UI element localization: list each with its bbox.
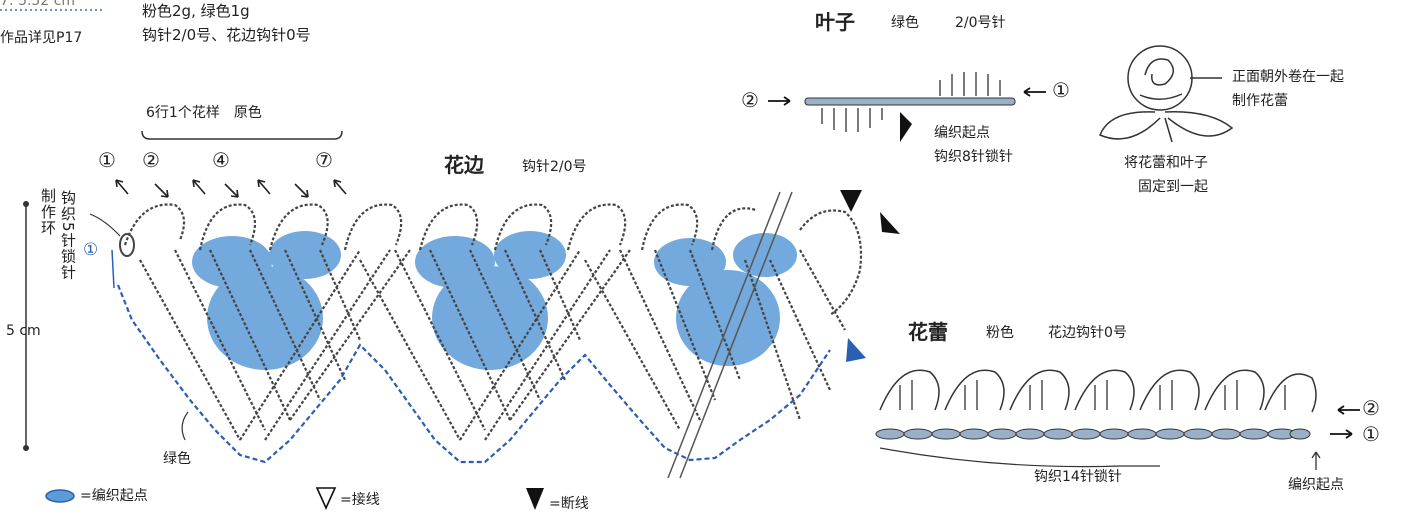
ring-label: 制作环 — [40, 188, 55, 236]
legend-cut-symbol — [526, 488, 544, 510]
bud-chain-label: 钩织14针锁针 — [1034, 470, 1122, 484]
header-cut-line-2: 作品详见P17 — [0, 31, 82, 45]
join-mark — [846, 338, 866, 362]
height-label: 5 cm — [6, 324, 41, 338]
repeat-bracket — [142, 131, 342, 139]
legend-start-symbol — [46, 490, 74, 502]
row-mark-7: ⑦ — [315, 150, 333, 170]
chain-label: 钩织5针锁针 — [60, 190, 75, 281]
row-arrows — [116, 180, 346, 197]
start-mark: ① — [83, 242, 98, 259]
green-pointer — [182, 412, 188, 440]
leaf-row-left: ② — [741, 90, 759, 110]
bud-row-1: ① — [1362, 424, 1380, 444]
rose-label-2: 制作花蕾 — [1232, 94, 1288, 108]
bud-chart — [876, 370, 1360, 470]
bud-hook: 花边钩针0号 — [1048, 326, 1127, 340]
leaf-hook: 2/0号针 — [955, 16, 1006, 30]
legend-join-symbol — [317, 488, 335, 508]
legend-join-label: =接线 — [340, 493, 380, 507]
material-line-2: 钩针2/0号、花边钩针0号 — [142, 28, 311, 43]
bud-color: 粉色 — [986, 326, 1014, 340]
join-label-2: 固定到一起 — [1138, 180, 1208, 194]
leaf-chart — [768, 72, 1046, 142]
green-label: 绿色 — [163, 452, 191, 466]
repeat-label: 6行1个花样 原色 — [146, 106, 262, 120]
ring-pointer — [90, 214, 120, 236]
leaf-color: 绿色 — [891, 16, 919, 30]
row-mark-4: ④ — [212, 150, 230, 170]
bud-title: 花蕾 — [908, 322, 948, 342]
cut-mark-2 — [880, 212, 900, 234]
blue-start-lead — [112, 250, 114, 288]
legend-cut-label: =断线 — [549, 497, 589, 511]
bud-row-2: ② — [1362, 398, 1380, 418]
join-label-1: 将花蕾和叶子 — [1124, 156, 1208, 170]
leaf-start-label: 编织起点 — [934, 126, 990, 140]
material-line-1: 粉色2g, 绿色1g — [142, 4, 250, 19]
rose-label-1: 正面朝外卷在一起 — [1232, 70, 1344, 84]
cut-mark-1 — [840, 190, 862, 212]
leaf-chain-label: 钩织8针锁针 — [934, 150, 1013, 164]
lace-title: 花边 — [444, 155, 484, 175]
rose-sketch — [1100, 46, 1232, 142]
row-mark-2: ② — [142, 150, 160, 170]
leaf-title: 叶子 — [815, 12, 855, 32]
lace-hook: 钩针2/0号 — [522, 160, 587, 174]
header-cut-line-1: 7: 5.52 cm — [0, 0, 75, 8]
legend-start-label: =编织起点 — [80, 489, 148, 503]
row-mark-1: ① — [98, 150, 116, 170]
leaf-row-right: ① — [1052, 80, 1070, 100]
bud-start-label: 编织起点 — [1288, 478, 1344, 492]
